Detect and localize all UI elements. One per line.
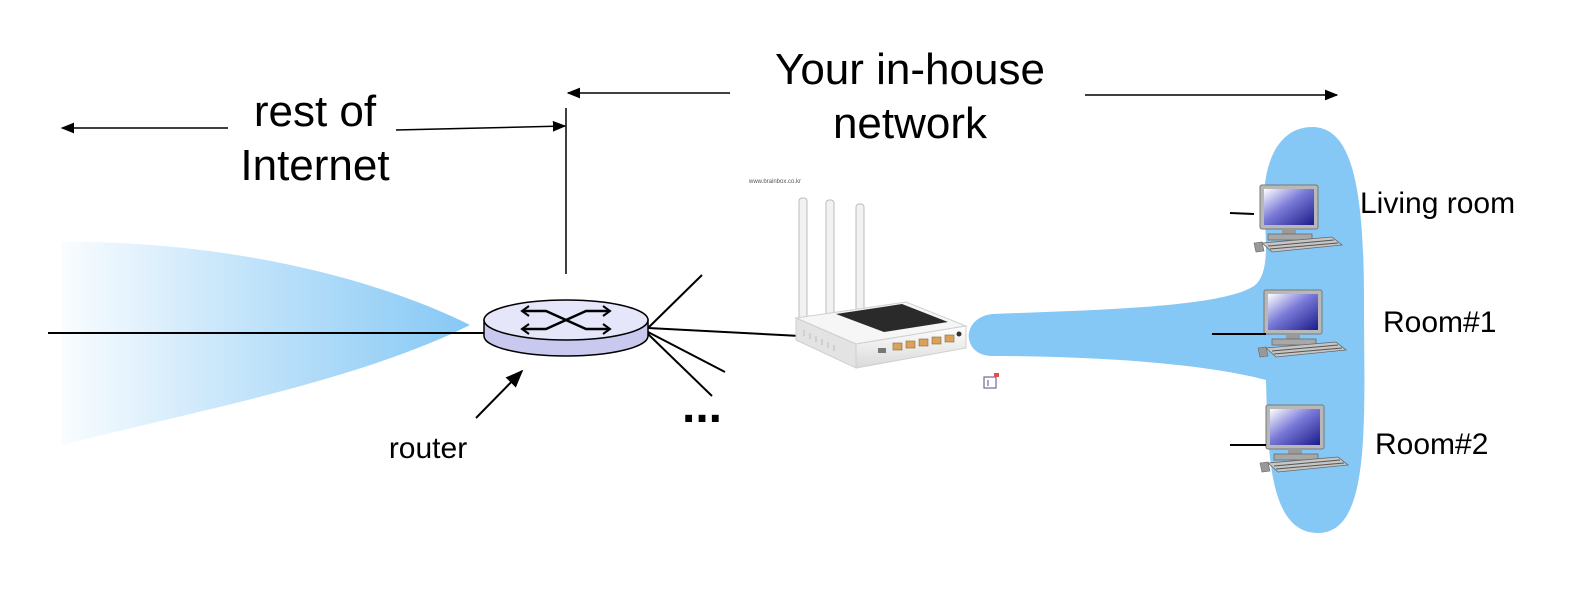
room2-label: Room#2 xyxy=(1375,428,1488,461)
small-b-logo-icon xyxy=(983,373,999,389)
watermark-text: www.brainbox.co.kr xyxy=(748,179,801,185)
wifi-router-icon: www.brainbox.co.kr xyxy=(748,179,968,369)
inhouse-network-label-1: Your in-house xyxy=(775,45,1045,94)
inhouse-network-label-2: network xyxy=(833,99,988,148)
living-room-label: Living room xyxy=(1360,187,1515,220)
arrow-right-internet xyxy=(395,120,567,132)
internet-cloud xyxy=(62,241,470,445)
router-label: router xyxy=(389,432,467,465)
rest-of-internet-label-1: rest of xyxy=(254,87,377,136)
router-links xyxy=(647,274,801,397)
router-pointer-arrow xyxy=(475,369,524,419)
living-room-link xyxy=(1229,212,1255,215)
rest-of-internet-label-2: Internet xyxy=(240,141,389,190)
more-links-ellipsis: ... xyxy=(682,380,722,433)
room1-label: Room#1 xyxy=(1383,306,1496,339)
router-icon xyxy=(483,299,649,357)
